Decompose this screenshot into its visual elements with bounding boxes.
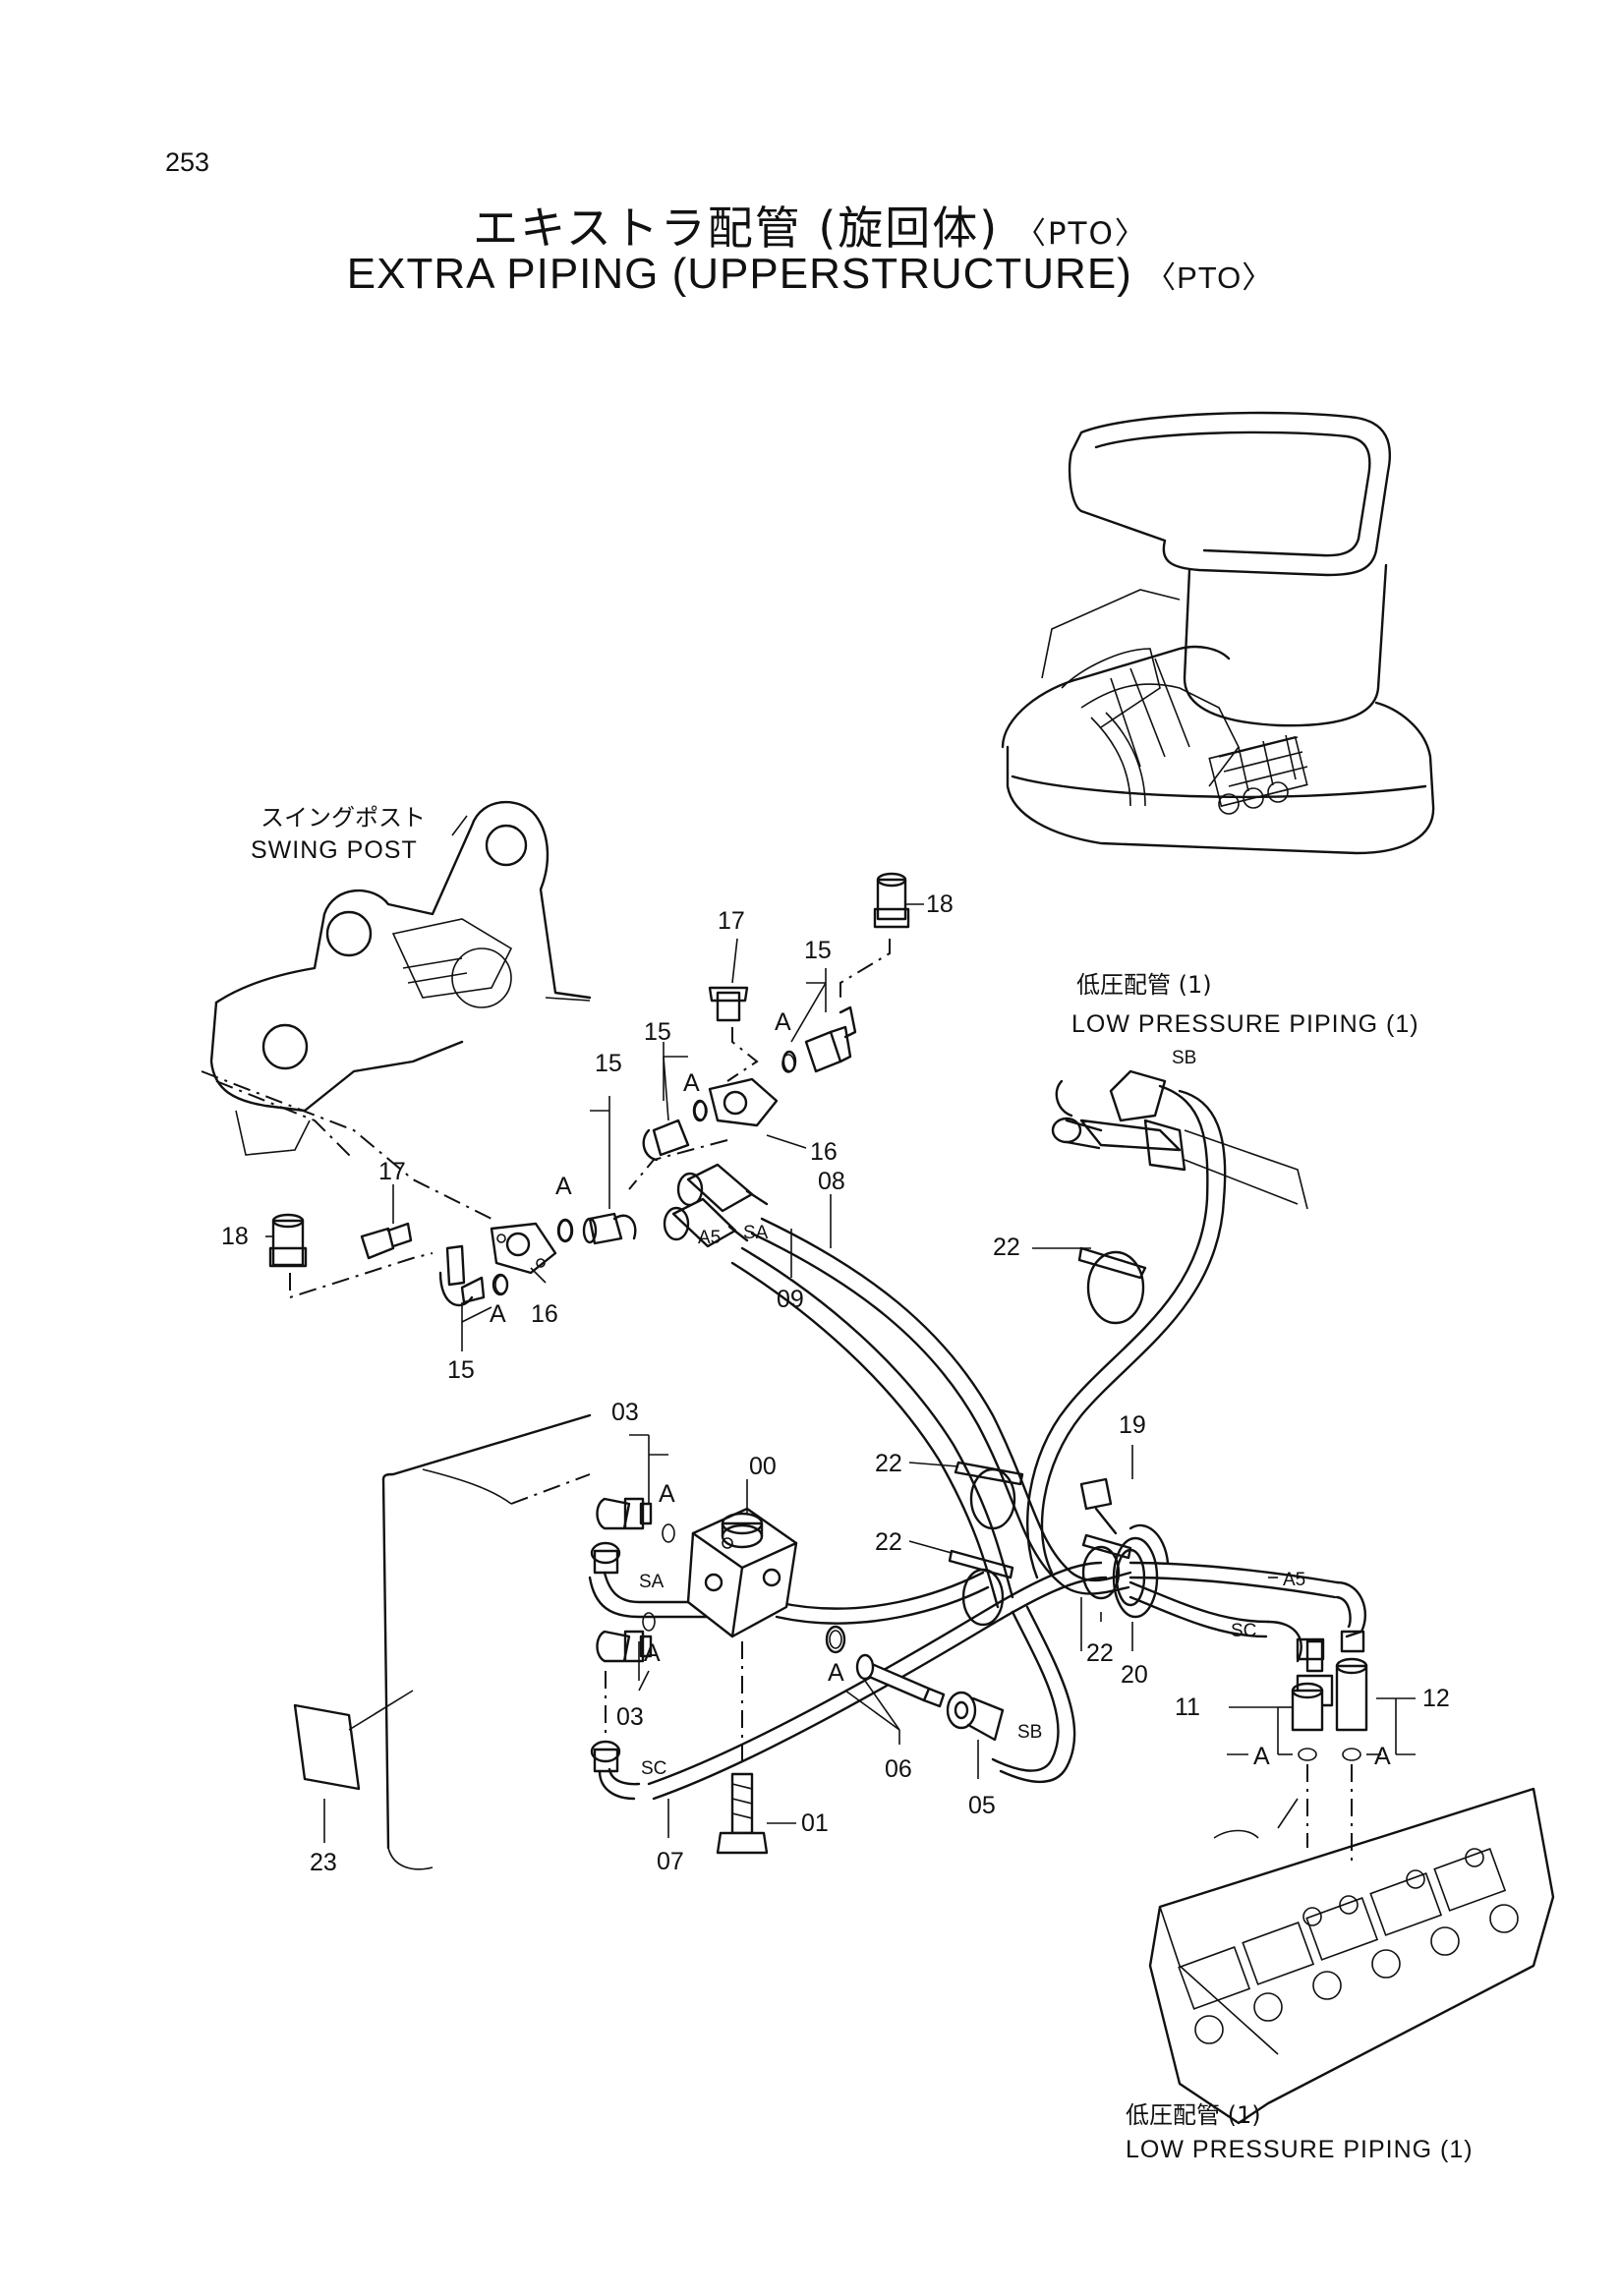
callout-07: 07 [657,1848,684,1875]
tag-sc: SC [641,1758,666,1779]
callout-16: 16 [810,1138,838,1166]
bolt-01 [716,1641,769,1855]
callout-20: 19 [1119,1411,1146,1439]
callout-17: 17 [718,907,745,935]
tag-sb: SB [1017,1722,1042,1743]
callout-09: 09 [777,1286,804,1313]
plate-23 [293,1690,414,1791]
tag-a: A [1253,1743,1270,1770]
flange-assembly-left [201,1070,637,1307]
callout-15: 15 [595,1050,622,1077]
callout-15: 15 [644,1018,671,1046]
tag-a: A [490,1300,506,1328]
swing-post-caption-jp: スイングポスト [260,804,426,832]
callout-08: 08 [818,1168,845,1195]
callout-01: 01 [801,1809,829,1837]
leader-lines [265,815,1416,1843]
tag-sa: SA [639,1572,665,1592]
low-pressure-caption-jp-bottom: 低圧配管 (1) [1126,2101,1261,2129]
callout-22: 22 [993,1234,1020,1261]
callout-11: 11 [1175,1693,1200,1721]
hoses [588,1084,1339,1801]
tag-sa: SA [743,1223,769,1243]
title-en-pto: 〈PTO〉 [1145,260,1274,295]
control-valve-illustration [1148,1787,1555,2125]
tank-outline [381,1413,592,1870]
tag-sb: SB [1172,1048,1196,1068]
low-pressure-caption-en-top: LOW PRESSURE PIPING (1) [1071,1010,1419,1038]
callout-22: 22 [875,1528,902,1556]
title-english: EXTRA PIPING (UPPERSTRUCTURE) 〈PTO〉 [0,250,1620,299]
tag-a5: A5 [698,1228,721,1248]
swing-post-illustration [209,801,592,1156]
callout-03: 03 [611,1399,639,1426]
callout-22: 22 [1086,1639,1114,1667]
callout-18: 18 [221,1223,249,1250]
low-pressure-caption-jp-top: 低圧配管 (1) [1076,971,1212,999]
bolt-20 [1079,1477,1118,1535]
swing-post-caption-en: SWING POST [251,836,418,864]
adapter-06 [825,1625,946,1708]
tag-a: A [659,1480,675,1508]
flange-assembly-right [628,872,910,1190]
fitting-05 [946,1691,1005,1742]
callout-05: 05 [968,1792,996,1819]
title-japanese: エキストラ配管 (旋回体) 〈PTO〉 [0,193,1620,258]
tag-a: A [828,1659,844,1687]
callout-18: 18 [926,890,954,918]
title-jp-text: エキストラ配管 (旋回体) [473,201,1000,255]
tag-a: A [1374,1743,1391,1770]
title-jp-pto: 〈PTO〉 [1014,216,1147,252]
callout-15: 15 [804,937,832,964]
callout-12: 12 [1422,1685,1450,1712]
low-pressure-piping-top [1051,1069,1308,1210]
grommet-19 [1112,1523,1170,1619]
tag-a: A [775,1008,791,1036]
callout-15: 15 [447,1356,475,1384]
connection-tags: A A A A A A A A A SA A5 SB SA SB SC A5 S… [490,1008,1391,1779]
fittings-11-12 [1266,1580,1368,1867]
callout-17: 17 [378,1158,406,1185]
callout-00: 00 [749,1453,777,1480]
title-en-text: EXTRA PIPING (UPPERSTRUCTURE) [346,250,1132,298]
excavator-overview-illustration [1001,411,1435,855]
tag-a: A [644,1639,661,1667]
low-pressure-caption-en-bottom: LOW PRESSURE PIPING (1) [1126,2136,1474,2163]
o-rings [494,1054,1361,1761]
elbow-fittings-03 [590,1497,653,1801]
tag-a5: A5 [1283,1570,1305,1590]
callout-06: 06 [885,1755,912,1783]
tag-a: A [555,1173,572,1200]
callout-03: 03 [616,1703,644,1731]
callout-22: 22 [875,1450,902,1477]
tag-a: A [683,1069,700,1097]
callout-19: 20 [1121,1661,1148,1689]
part-callouts: 18 17 15 15 15 16 17 18 16 15 08 09 22 0… [221,890,1450,1876]
page-number: 253 [165,147,210,177]
callout-23: 23 [310,1849,337,1876]
hose-ends-top [663,1163,769,1248]
tag-sc: SC [1231,1621,1256,1641]
callout-16: 16 [531,1300,558,1328]
hose-clamps-22 [948,1246,1147,1627]
valve-block-00 [686,1507,798,1638]
